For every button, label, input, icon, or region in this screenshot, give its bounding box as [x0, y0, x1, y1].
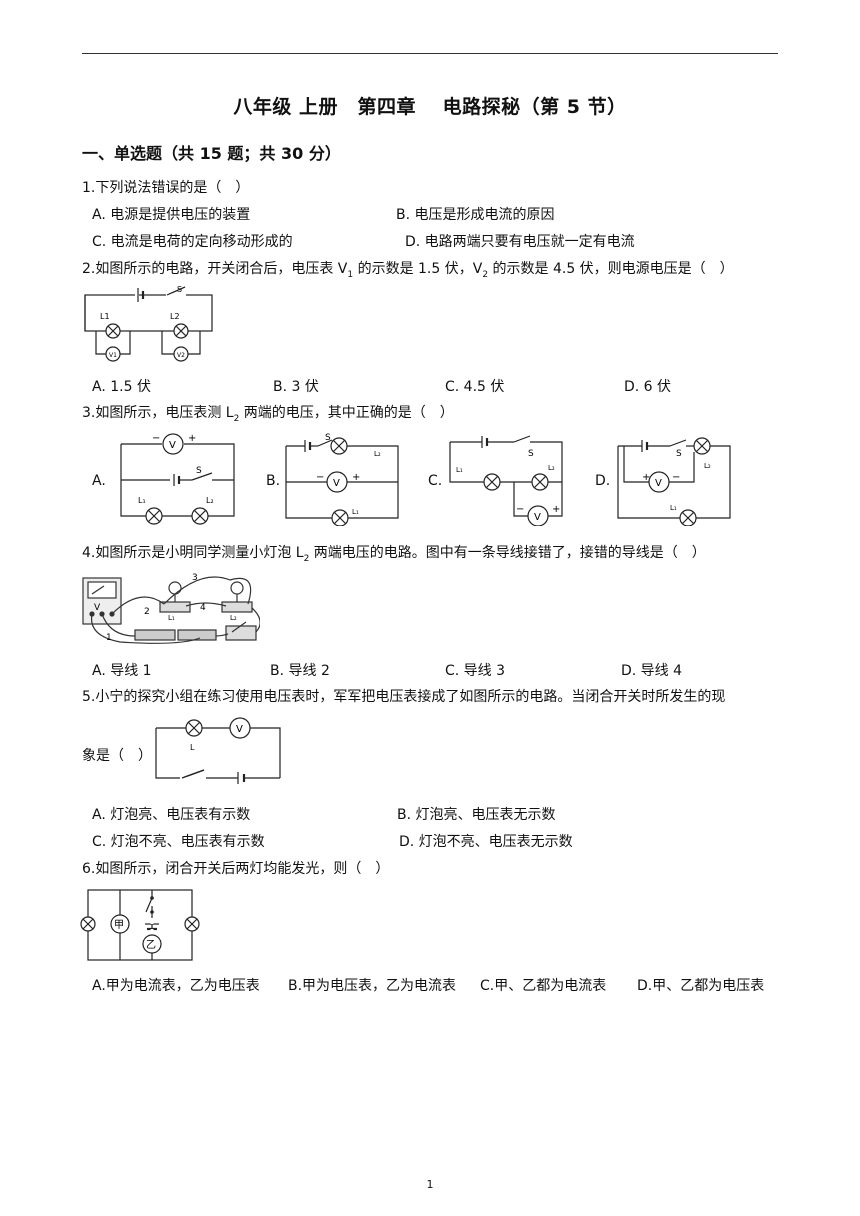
q6-meter-yi-label: 乙	[146, 939, 156, 951]
q3-figure-a: V − + S L₁ L₂	[120, 433, 235, 525]
svg-text:L₁: L₁	[138, 496, 146, 505]
svg-text:L₂: L₂	[704, 462, 711, 470]
q3-option-d: D.	[595, 473, 611, 489]
q1-option-d: D. 电路两端只要有电压就一定有电流	[405, 234, 635, 250]
svg-text:+: +	[642, 472, 650, 483]
q5-circuit-figure: V L	[155, 717, 281, 784]
svg-text:L₂: L₂	[548, 464, 555, 472]
svg-text:V: V	[534, 512, 541, 523]
section-heading: 一、单选题（共 15 题；共 30 分）	[82, 144, 341, 163]
svg-text:L₁: L₁	[352, 508, 359, 516]
page-number: 1	[426, 1178, 434, 1191]
q2-lamp1-label: L1	[100, 312, 110, 321]
svg-text:L₁: L₁	[670, 504, 677, 512]
q2-option-c: C. 4.5 伏	[445, 379, 505, 395]
q6-option-c: C.甲、乙都为电流表	[480, 978, 607, 994]
q1-option-b: B. 电压是形成电流的原因	[396, 207, 555, 223]
svg-text:V: V	[169, 440, 176, 451]
q4-wire3-label: 3	[192, 573, 198, 583]
question-6-stem: 6.如图所示，闭合开关后两灯均能发光，则（ ）	[82, 861, 390, 877]
q3-figure-c: L₁ S L₂ V− +	[449, 435, 563, 526]
q4-option-a: A. 导线 1	[92, 663, 152, 679]
q6-meter-jia-label: 甲	[114, 920, 124, 931]
svg-text:−: −	[152, 433, 160, 444]
q2-v2-label: V2	[177, 352, 185, 359]
question-5-stem-line2: 象是（ ）	[82, 748, 152, 764]
svg-text:L: L	[190, 743, 195, 752]
q5-option-a: A. 灯泡亮、电压表有示数	[92, 807, 251, 823]
svg-text:−: −	[516, 504, 524, 515]
header-rule	[82, 53, 778, 54]
svg-text:S: S	[196, 466, 202, 476]
q4-circuit-figure: V 1 2 3 4 L₁ L₂	[82, 573, 260, 644]
q4-option-d: D. 导线 4	[621, 663, 683, 679]
q6-circuit-figure: 甲 乙	[80, 889, 200, 961]
q3-option-b: B.	[266, 473, 281, 489]
q3-figure-b: S L₂ V− + L₁	[285, 433, 399, 526]
q2-switch-label: S	[177, 285, 182, 294]
q2-option-b: B. 3 伏	[273, 379, 319, 395]
q2-option-d: D. 6 伏	[624, 379, 672, 395]
svg-text:L₁: L₁	[456, 466, 463, 474]
q5-option-d: D. 灯泡不亮、电压表无示数	[399, 834, 573, 850]
q3-option-c: C.	[428, 473, 443, 489]
q1-option-a: A. 电源是提供电压的装置	[92, 207, 251, 223]
q6-option-b: B.甲为电压表，乙为电流表	[288, 978, 457, 994]
svg-text:V: V	[94, 603, 101, 613]
q3-option-a: A.	[92, 473, 106, 489]
svg-text:L₂: L₂	[374, 450, 381, 458]
svg-text:S: S	[676, 449, 682, 459]
q4-option-b: B. 导线 2	[270, 663, 330, 679]
q2-v1-label: V1	[109, 352, 117, 359]
svg-text:L₂: L₂	[230, 614, 237, 622]
svg-text:−: −	[316, 472, 324, 483]
q2-circuit-figure: S L1 L2 V1 V2	[84, 285, 213, 362]
svg-text:+: +	[188, 433, 196, 444]
q1-option-c: C. 电流是电荷的定向移动形成的	[92, 234, 293, 250]
q6-option-a: A.甲为电流表，乙为电压表	[92, 978, 260, 994]
q3-figure-d: S L₂ V + − L₁	[617, 437, 731, 526]
svg-text:−: −	[672, 472, 680, 483]
question-2-stem: 2.如图所示的电路，开关闭合后，电压表 V1 的示数是 1.5 伏，V2 的示数…	[82, 261, 734, 280]
svg-text:S: S	[528, 449, 534, 459]
q2-option-a: A. 1.5 伏	[92, 379, 151, 395]
svg-text:+: +	[552, 504, 560, 515]
q2-lamp2-label: L2	[170, 312, 180, 321]
q6-option-d: D.甲、乙都为电压表	[637, 978, 765, 994]
question-3-stem: 3.如图所示，电压表测 L2 两端的电压，其中正确的是（ ）	[82, 405, 454, 424]
svg-text:V: V	[655, 478, 662, 489]
svg-text:V: V	[236, 724, 243, 735]
question-5-stem-line1: 5.小宁的探究小组在练习使用电压表时，军军把电压表接成了如图所示的电路。当闭合开…	[82, 689, 726, 705]
svg-text:S: S	[325, 433, 331, 443]
svg-text:L₁: L₁	[168, 614, 175, 622]
q5-option-c: C. 灯泡不亮、电压表有示数	[92, 834, 265, 850]
q5-option-b: B. 灯泡亮、电压表无示数	[397, 807, 556, 823]
q4-wire1-label: 1	[106, 633, 112, 643]
q4-wire4-label: 4	[200, 603, 206, 613]
svg-text:+: +	[352, 472, 360, 483]
svg-text:V: V	[333, 478, 340, 489]
svg-text:L₂: L₂	[206, 496, 214, 505]
q4-wire2-label: 2	[144, 607, 150, 617]
q4-option-c: C. 导线 3	[445, 663, 506, 679]
question-1-stem: 1.下列说法错误的是（ ）	[82, 180, 250, 196]
question-4-stem: 4.如图所示是小明同学测量小灯泡 L2 两端电压的电路。图中有一条导线接错了，接…	[82, 545, 706, 564]
page-title: 八年级 上册 第四章 电路探秘（第 5 节）	[233, 96, 627, 118]
